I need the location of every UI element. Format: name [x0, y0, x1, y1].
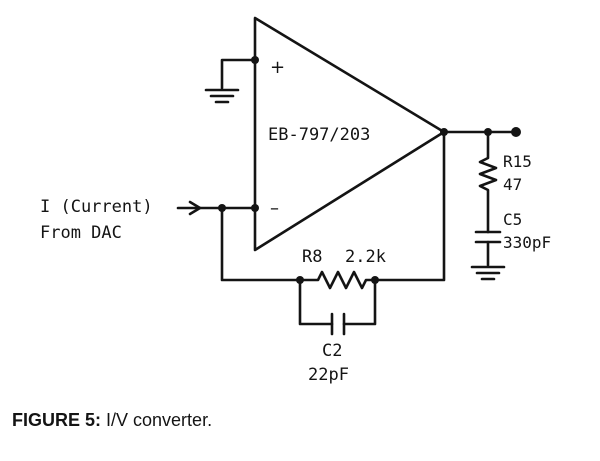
r15-ref-label: R15 [503, 152, 532, 171]
iv-converter-schematic: + – EB-797/203 I (Current) From DAC R8 2… [40, 16, 551, 385]
figure-caption: FIGURE 5: I/V converter. [12, 410, 212, 431]
caption-label: FIGURE 5: [12, 410, 102, 430]
caption-text: I/V converter. [101, 410, 213, 430]
output-terminal [511, 127, 521, 137]
input-label-line2: From DAC [40, 223, 122, 243]
input-label-line1: I (Current) [40, 197, 153, 217]
minus-sign: – [270, 198, 279, 219]
junction-output [440, 128, 448, 136]
ground-symbol-output [470, 265, 506, 281]
feedback-wire-left [220, 206, 302, 282]
noninverting-input-wire [220, 58, 257, 90]
c2-ref-label: C2 [322, 341, 342, 361]
opamp-part-label: EB-797/203 [268, 125, 370, 145]
junction-minus [251, 204, 259, 212]
r15-resistor [478, 130, 498, 234]
c2-value-label: 22pF [308, 365, 349, 385]
c2-wire [298, 278, 377, 326]
ground-symbol-input [204, 88, 240, 104]
r8-value-label: 2.2k [345, 247, 386, 267]
junction-plus [251, 56, 259, 64]
opamp-triangle [253, 16, 446, 252]
c5-ref-label: C5 [503, 210, 522, 229]
r8-resistor [298, 270, 377, 290]
c5-value-label: 330pF [503, 233, 551, 252]
r15-value-label: 47 [503, 175, 522, 194]
plus-sign: + [270, 57, 285, 78]
input-arrow [188, 200, 202, 216]
r8-ref-label: R8 [302, 247, 322, 267]
feedback-wire-right [373, 130, 446, 282]
